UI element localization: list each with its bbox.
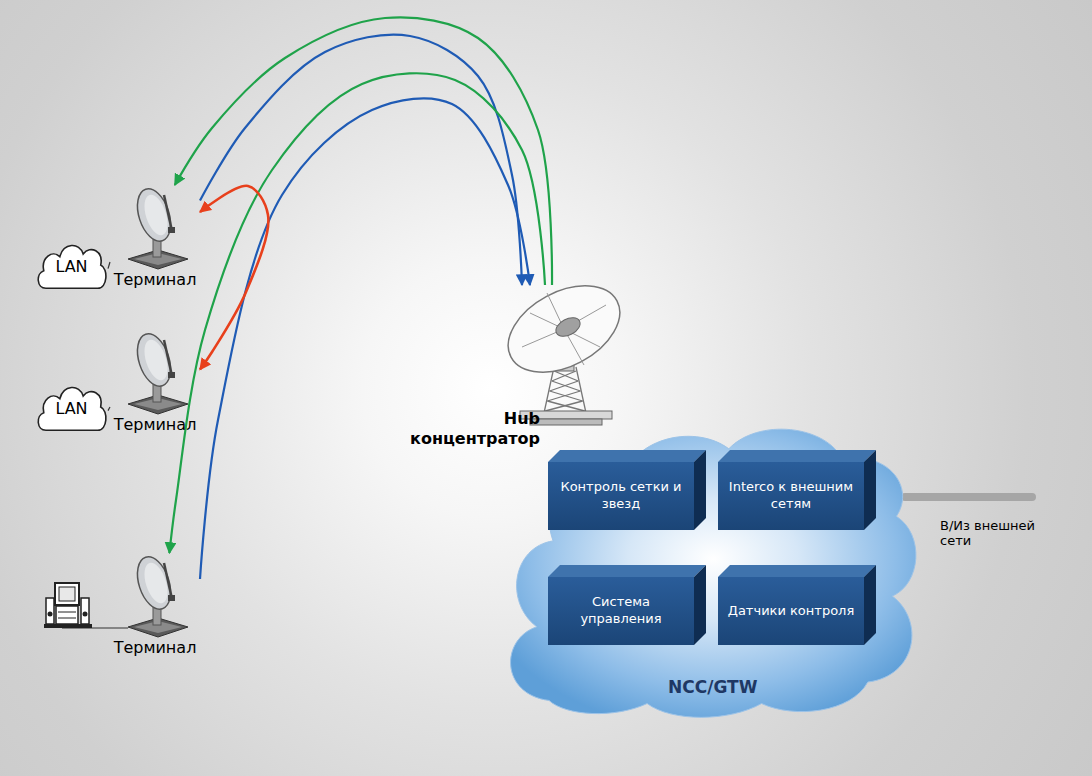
dish-antenna bbox=[120, 553, 190, 638]
block-label: Контроль сетки и звезд bbox=[548, 462, 694, 530]
external-link-bar bbox=[905, 493, 1032, 501]
node-label: NCC/GTW bbox=[668, 677, 788, 697]
node-label: Hub концентратор bbox=[390, 409, 540, 449]
note-label: В/Из внешней сети bbox=[940, 518, 1044, 548]
node-label: LAN bbox=[55, 257, 87, 276]
block-label: Система управления bbox=[548, 577, 694, 645]
dish-antenna bbox=[120, 185, 190, 270]
block-label: Датчики контроля bbox=[718, 577, 864, 645]
function-block: Система управления bbox=[548, 565, 706, 645]
node-label: Терминал bbox=[114, 638, 197, 657]
block-label: Interco к внешним сетям bbox=[718, 462, 864, 530]
function-block: Датчики контроля bbox=[718, 565, 876, 645]
function-block: Interco к внешним сетям bbox=[718, 450, 876, 530]
lan-wire bbox=[108, 407, 110, 411]
hub-antenna: Hub концентратор bbox=[390, 285, 640, 485]
node-label: Терминал bbox=[114, 270, 197, 289]
lan-cloud: LAN bbox=[35, 382, 108, 434]
vsat-terminal: Терминал bbox=[110, 330, 200, 434]
vsat-terminal: Терминал bbox=[110, 553, 200, 657]
function-block: Контроль сетки и звезд bbox=[548, 450, 706, 530]
satellite-link bbox=[200, 186, 268, 370]
satellite-link bbox=[200, 35, 522, 285]
dish-antenna bbox=[120, 330, 190, 415]
ncc-cloud: NCC/GTW Контроль сетки и звезд Interco к в… bbox=[500, 412, 925, 725]
computer-icon bbox=[44, 583, 128, 628]
node-label: LAN bbox=[55, 399, 87, 418]
satellite-link bbox=[175, 17, 552, 285]
vsat-terminal: Терминал bbox=[110, 185, 200, 289]
lan-wire bbox=[108, 262, 110, 269]
lan-cloud: LAN bbox=[35, 240, 108, 292]
node-label: Терминал bbox=[114, 415, 197, 434]
hub-dish bbox=[502, 285, 630, 427]
satellite-link bbox=[200, 98, 530, 579]
